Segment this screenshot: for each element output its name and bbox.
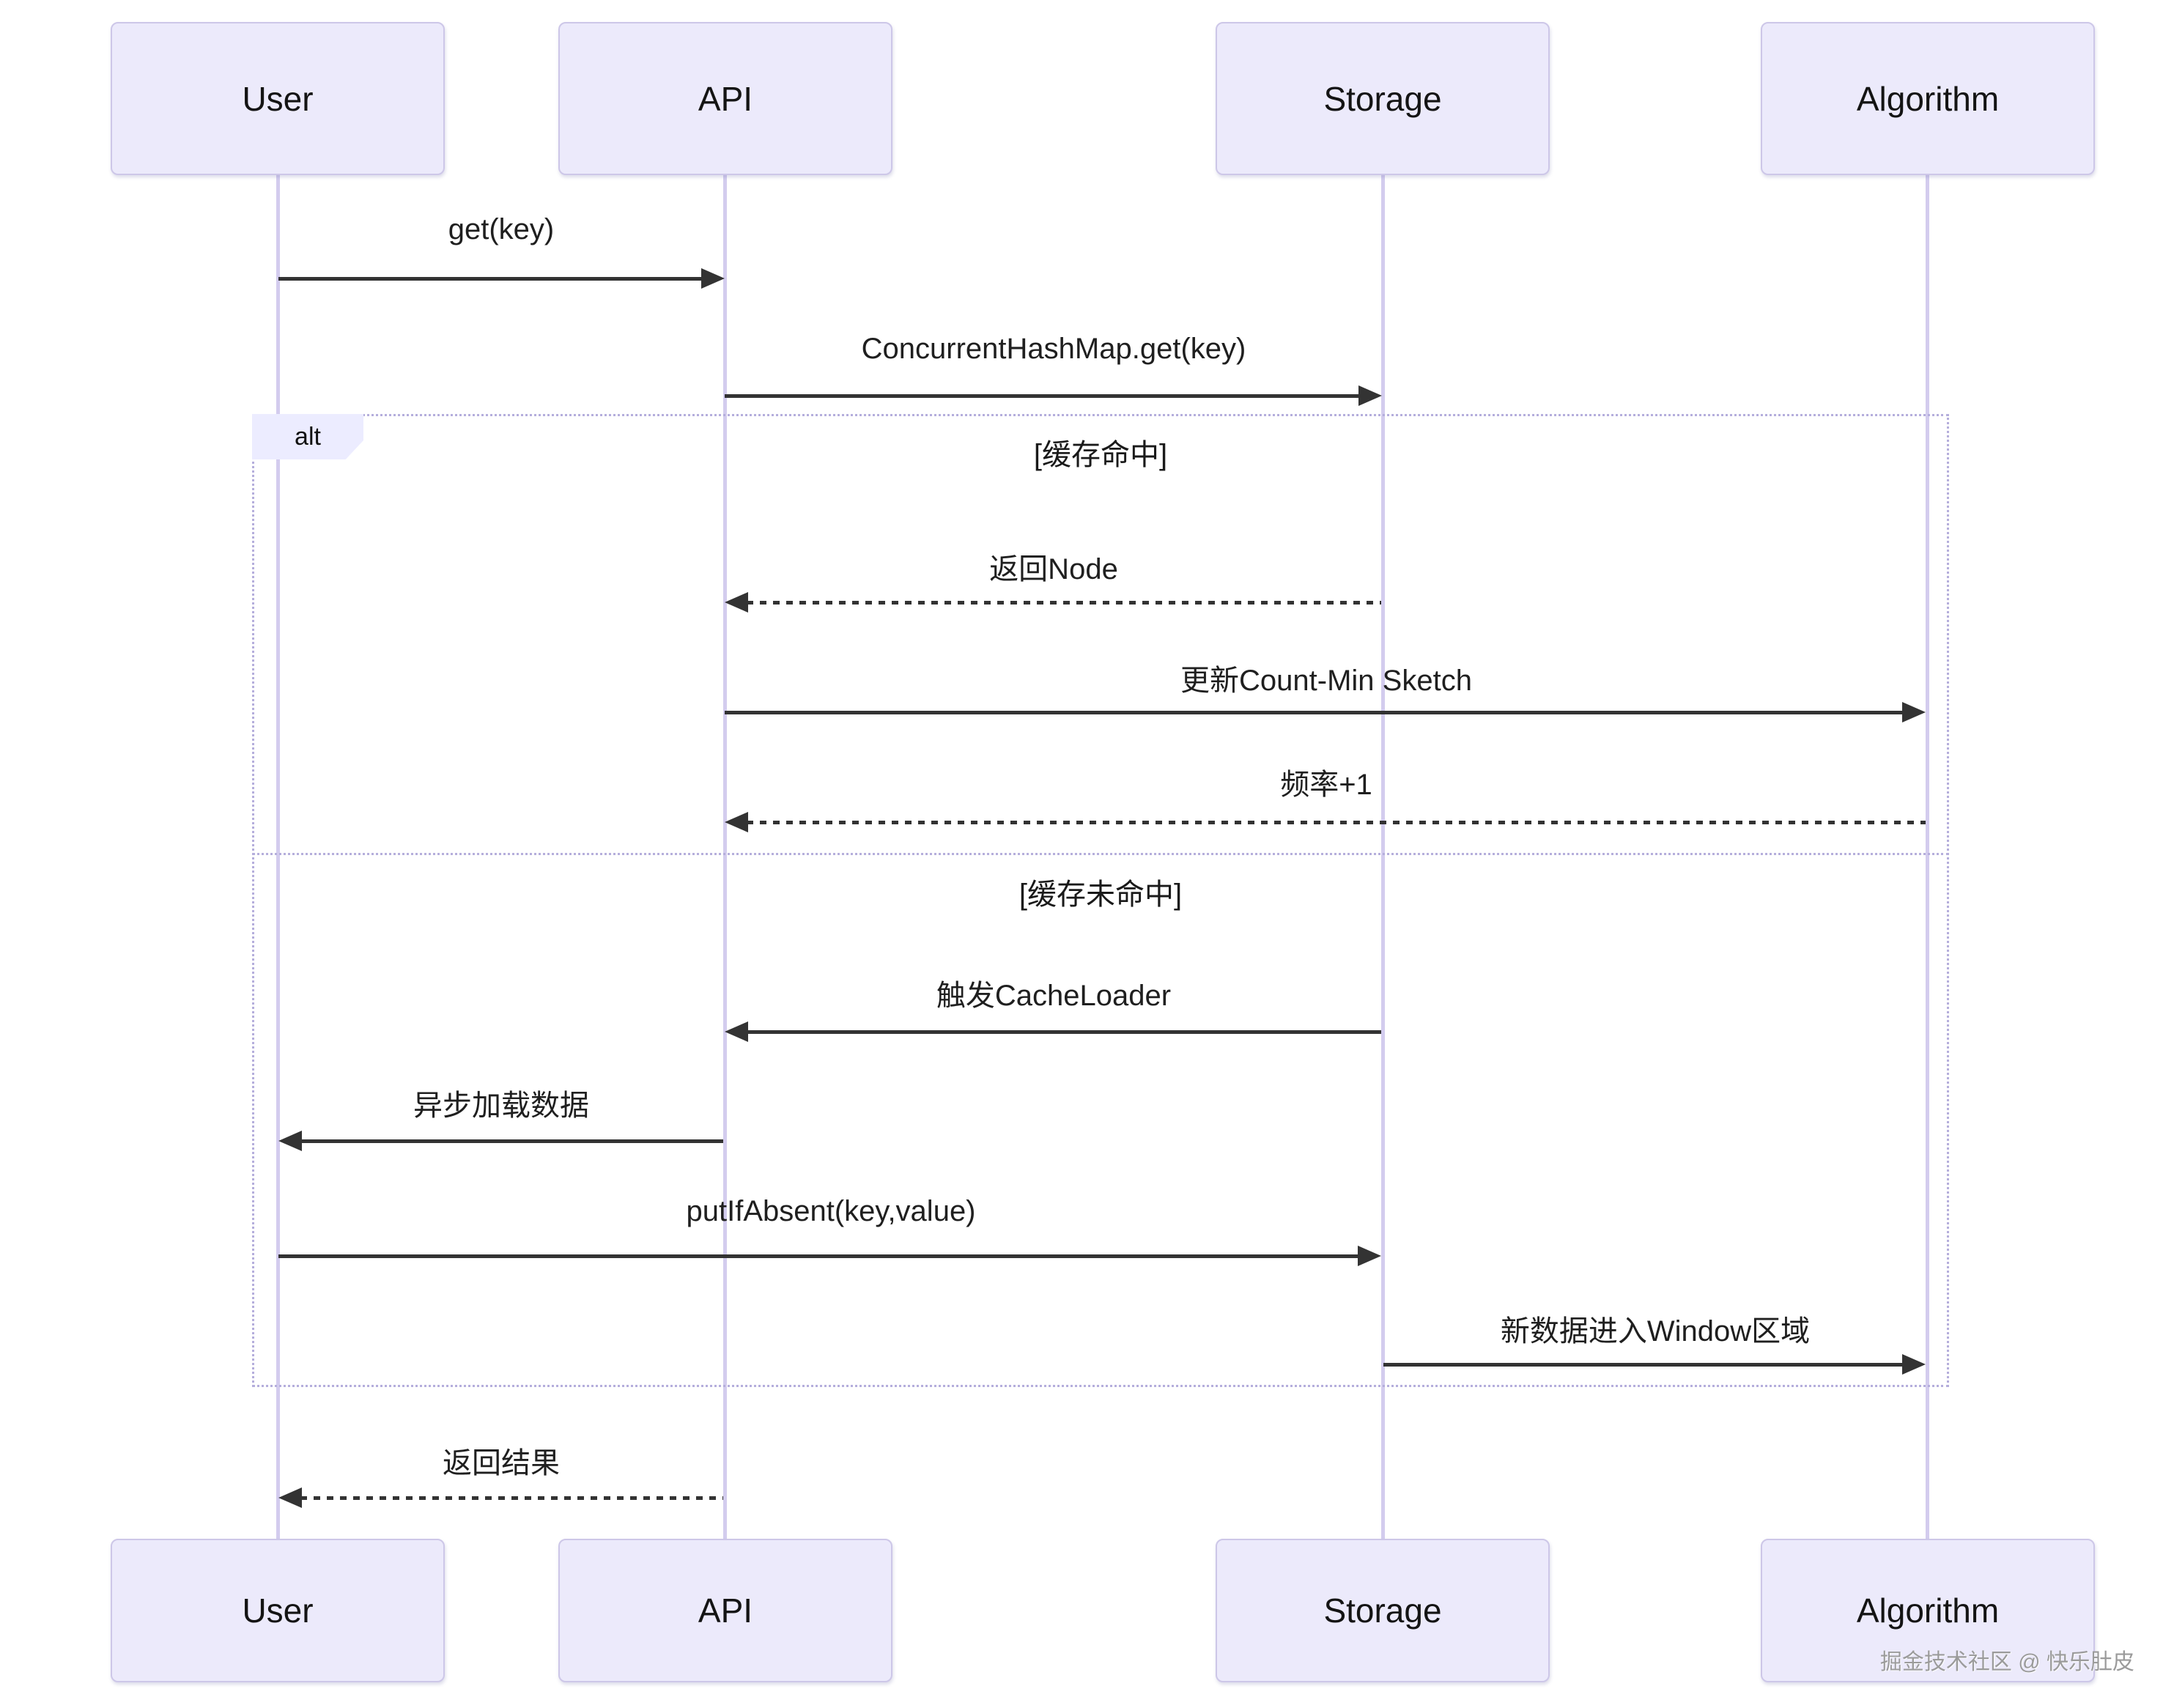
actor-algorithm-bottom: Algorithm xyxy=(1761,1539,2095,1682)
message-get-key-label: get(key) xyxy=(448,213,555,245)
alt-condition-cache-hit: [缓存命中] xyxy=(1033,439,1168,471)
arrowhead-right-icon xyxy=(1358,385,1382,406)
arrowhead-right-icon xyxy=(1902,1354,1926,1375)
message-put-if-absent-label: putIfAbsent(key,value) xyxy=(686,1195,976,1227)
message-freq-plus-one-label: 频率+1 xyxy=(1280,769,1372,801)
arrowhead-right-icon xyxy=(701,268,725,289)
arrowhead-left-icon xyxy=(278,1131,302,1151)
arrowhead-left-icon xyxy=(725,812,748,832)
arrowhead-left-icon xyxy=(725,1021,748,1042)
actor-storage-bottom: Storage xyxy=(1216,1539,1550,1682)
actor-storage-top: Storage xyxy=(1216,22,1550,175)
watermark: 掘金技术社区 @ 快乐肚皮 xyxy=(1879,1650,2134,1674)
actor-api-label: API xyxy=(698,79,753,118)
actor-user-label: User xyxy=(242,79,314,118)
message-new-data-window-line xyxy=(1383,1363,1904,1367)
alt-frame-operator-tag: alt xyxy=(252,414,363,459)
message-trigger-cacheloader-label: 触发CacheLoader xyxy=(936,980,1172,1012)
actor-user-bottom: User xyxy=(111,1539,445,1682)
message-async-load-label: 异步加载数据 xyxy=(413,1090,589,1122)
alt-frame-divider xyxy=(252,853,1949,855)
lifeline-api xyxy=(723,175,727,1539)
arrowhead-left-icon xyxy=(278,1487,302,1508)
actor-api-label: API xyxy=(698,1591,753,1630)
actor-storage-label: Storage xyxy=(1323,79,1442,118)
message-trigger-cacheloader-line xyxy=(747,1030,1381,1034)
message-update-sketch-line xyxy=(725,711,1904,714)
actor-user-label: User xyxy=(242,1591,314,1630)
actor-api-bottom: API xyxy=(558,1539,892,1682)
message-return-result-label: 返回结果 xyxy=(443,1447,560,1479)
message-return-node-line xyxy=(747,601,1381,605)
actor-algorithm-top: Algorithm xyxy=(1761,22,2095,175)
message-chm-get-line xyxy=(725,394,1360,398)
actor-user-top: User xyxy=(111,22,445,175)
arrowhead-left-icon xyxy=(725,592,748,613)
alt-frame xyxy=(252,414,1949,1387)
message-async-load-line xyxy=(300,1139,723,1143)
arrowhead-right-icon xyxy=(1902,702,1926,722)
message-put-if-absent-line xyxy=(278,1254,1360,1258)
message-new-data-window-label: 新数据进入Window区域 xyxy=(1500,1315,1811,1347)
actor-storage-label: Storage xyxy=(1323,1591,1442,1630)
message-chm-get-label: ConcurrentHashMap.get(key) xyxy=(861,333,1246,365)
message-return-node-label: 返回Node xyxy=(989,553,1118,585)
message-get-key-line xyxy=(278,277,702,281)
actor-algorithm-label: Algorithm xyxy=(1856,79,2000,118)
lifeline-algorithm xyxy=(1926,175,1929,1539)
arrowhead-right-icon xyxy=(1358,1246,1381,1266)
actor-api-top: API xyxy=(558,22,892,175)
actor-algorithm-label: Algorithm xyxy=(1856,1591,2000,1630)
message-freq-plus-one-line xyxy=(747,821,1926,824)
lifeline-user xyxy=(276,175,280,1539)
message-update-sketch-label: 更新Count-Min Sketch xyxy=(1180,665,1472,697)
message-return-result-line xyxy=(300,1496,723,1500)
lifeline-storage xyxy=(1381,175,1385,1539)
alt-condition-cache-miss: [缓存未命中] xyxy=(1018,879,1183,911)
alt-operator-label: alt xyxy=(295,422,321,451)
